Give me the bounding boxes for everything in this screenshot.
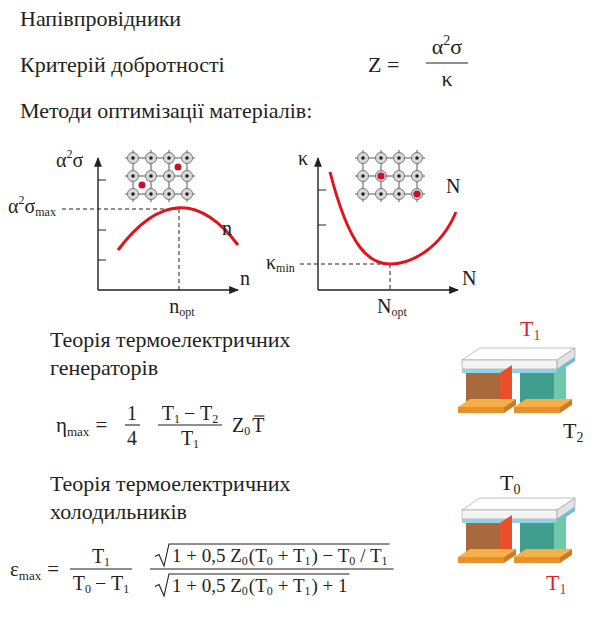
formula-term: 1 + 0,5 Z [172,546,242,565]
subscript: opt [179,306,194,318]
axis-label: κ [298,148,308,168]
formula-term: T [73,573,85,593]
formula-term: T [162,403,174,423]
formula-term: ε [10,559,19,580]
axis-label: σ [72,150,83,170]
crystal-lattice [355,150,425,202]
section-caption: Методи оптимізації матеріалів: [20,100,312,122]
formula-term: + T [278,576,305,595]
subscript: max [67,425,89,438]
criterion-caption: Критерій добротності [20,54,225,76]
cold-side-label: T [563,420,576,442]
subscript: max [35,206,56,218]
formula-term: − T [95,573,123,593]
formula-term: 4 [127,428,137,448]
subscript: 1 [559,583,566,597]
formula-term: 1 [127,403,137,423]
subscript: 0 [244,425,250,437]
section-caption: Теорія термоелектричних холодильників [50,470,300,525]
formula-term: = [95,415,107,436]
hot-side-label: T [520,318,533,340]
superscript: 2 [18,194,24,206]
formula-term: κ [441,68,452,90]
subscript: opt [392,306,407,318]
power-factor-plot [62,150,238,290]
formula-term: − T [184,403,212,423]
formula-term: (T [249,546,267,565]
section-caption: Теорія термоелектричних генераторів [50,326,300,381]
subscript: 0 [349,555,355,567]
subscript: min [276,262,295,274]
subscript: max [19,569,41,582]
subscript: 0 [513,483,520,497]
thermal-conductivity-plot [300,150,458,290]
axis-value: κ [266,252,276,272]
axis-label: n [240,268,250,288]
axis-value: σ [24,196,35,216]
subscript: 1 [533,329,540,343]
fraction-bar [426,62,468,63]
formula-term: ) + 1 [312,576,348,595]
formula-term: Z [232,415,244,435]
subscript: 1 [305,585,311,597]
formula-term: α [432,36,444,58]
fraction-bar [158,424,222,425]
hot-side-label: T [546,572,559,594]
superscript: 2 [443,34,450,48]
subscript: 2 [576,431,583,445]
curve-label: n [222,218,232,238]
fraction-bar [125,424,140,425]
subscript: 2 [212,413,218,425]
subscript: 1 [305,555,311,567]
fraction-bar [150,568,394,569]
formula-term: = [47,559,59,580]
formula-term: / T [360,546,381,565]
axis-value: α [8,196,18,216]
root-sign [155,574,350,596]
cold-side-label: T [500,472,513,494]
subscript: 0 [242,555,248,567]
subscript: 0 [242,585,248,597]
subscript: 1 [382,555,388,567]
subscript: 1 [174,413,180,425]
axis-value: N [377,296,391,316]
formula-term: η [56,415,67,436]
cooler-module [458,498,575,563]
curve-label: N [446,176,460,196]
subscript: 1 [104,556,110,568]
axis-label: α [56,150,66,170]
subscript: 0 [85,583,91,595]
fraction-bar [70,568,132,569]
formula-term: T [92,546,104,566]
formula-term: T [181,428,193,448]
superscript: 2 [66,148,72,160]
generator-module [458,348,575,413]
formula-term: (T [249,576,267,595]
axis-value: n [169,296,179,316]
formula-term: ) − T [312,546,350,565]
crystal-lattice [125,150,195,202]
formula-term: σ [450,36,462,58]
formula-term: + T [278,546,305,565]
formula-term: T [252,415,264,435]
slide-title: Напівпровідники [20,8,181,30]
subscript: 0 [267,585,273,597]
subscript: 1 [123,583,129,595]
axis-label: N [462,268,476,288]
subscript: 1 [193,438,199,450]
subscript: 0 [267,555,273,567]
formula-term: Z = [368,54,399,76]
formula-term: 1 + 0,5 Z [172,576,242,595]
